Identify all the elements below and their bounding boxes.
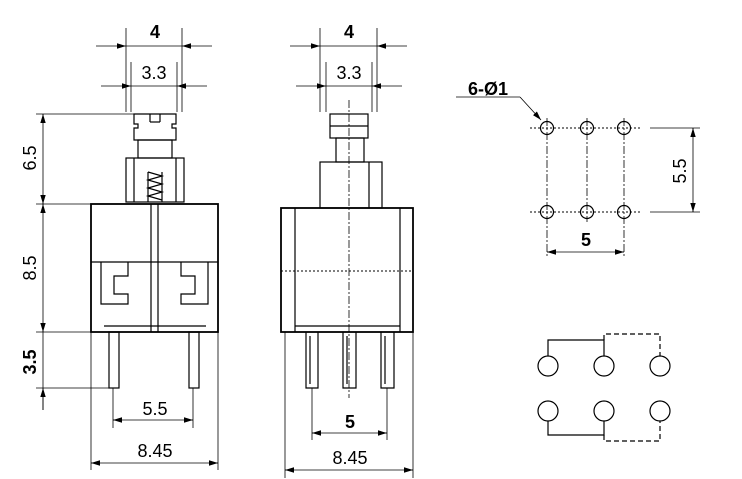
front-body bbox=[90, 203, 219, 333]
side-dim-8.45-label: 8.45 bbox=[332, 448, 367, 468]
front-pin-left bbox=[108, 331, 120, 389]
dashed-contact-bottom bbox=[603, 421, 661, 442]
footprint-hole bbox=[579, 120, 595, 136]
side-stem bbox=[335, 137, 365, 163]
footprint-hole bbox=[579, 204, 595, 220]
front-dim-3.3: 3.3 bbox=[101, 62, 207, 112]
front-dim-5.5-label: 5.5 bbox=[142, 399, 167, 419]
footprint-hole bbox=[616, 120, 632, 136]
front-dim-8.5-label: 8.5 bbox=[20, 255, 40, 280]
footprint-hole bbox=[616, 204, 632, 220]
front-dim-4: 4 bbox=[96, 22, 212, 112]
side-body bbox=[280, 207, 414, 333]
side-dim-5-label: 5 bbox=[345, 412, 355, 432]
footprint-dim-5-label: 5 bbox=[581, 230, 591, 250]
footprint-dim-5.5-label: 5.5 bbox=[670, 158, 690, 183]
side-pin-right bbox=[380, 332, 395, 389]
hole-label: 6-Ø1 bbox=[468, 79, 508, 99]
side-pin-center bbox=[342, 332, 357, 389]
front-dim-3.5-label: 3.5 bbox=[20, 349, 40, 374]
footprint-hole bbox=[539, 204, 555, 220]
front-stem bbox=[137, 139, 173, 159]
front-dim-4-label: 4 bbox=[150, 22, 160, 42]
side-view: 4 3.3 5 bbox=[280, 22, 414, 478]
side-dim-4-label: 4 bbox=[344, 22, 354, 42]
terminal bbox=[649, 400, 671, 422]
side-housing bbox=[319, 161, 383, 209]
pcb-footprint: 6-Ø1 5.5 5 bbox=[456, 79, 700, 258]
front-right-slot bbox=[180, 262, 209, 305]
front-left-slot bbox=[100, 262, 129, 305]
terminal bbox=[593, 355, 615, 377]
side-pin-left bbox=[305, 332, 319, 389]
dashed-contact-top bbox=[603, 333, 661, 356]
front-cap bbox=[133, 113, 177, 141]
front-view: 4 3.3 bbox=[20, 22, 219, 470]
spring-icon bbox=[145, 171, 165, 201]
front-dim-8.45-label: 8.45 bbox=[137, 441, 172, 461]
front-dim-3.3-label: 3.3 bbox=[141, 63, 166, 83]
front-plunger-housing bbox=[125, 157, 185, 203]
footprint-hole bbox=[539, 120, 555, 136]
front-dim-6.5-label: 6.5 bbox=[20, 145, 40, 170]
solid-contact-bottom bbox=[547, 421, 605, 436]
solid-contact-top bbox=[547, 339, 605, 356]
switch-schematic bbox=[537, 333, 671, 442]
terminal bbox=[537, 400, 559, 422]
side-dim-3.3-label: 3.3 bbox=[336, 63, 361, 83]
terminal bbox=[649, 355, 671, 377]
terminal bbox=[593, 400, 615, 422]
front-pin-right bbox=[188, 331, 200, 389]
terminal bbox=[537, 355, 559, 377]
